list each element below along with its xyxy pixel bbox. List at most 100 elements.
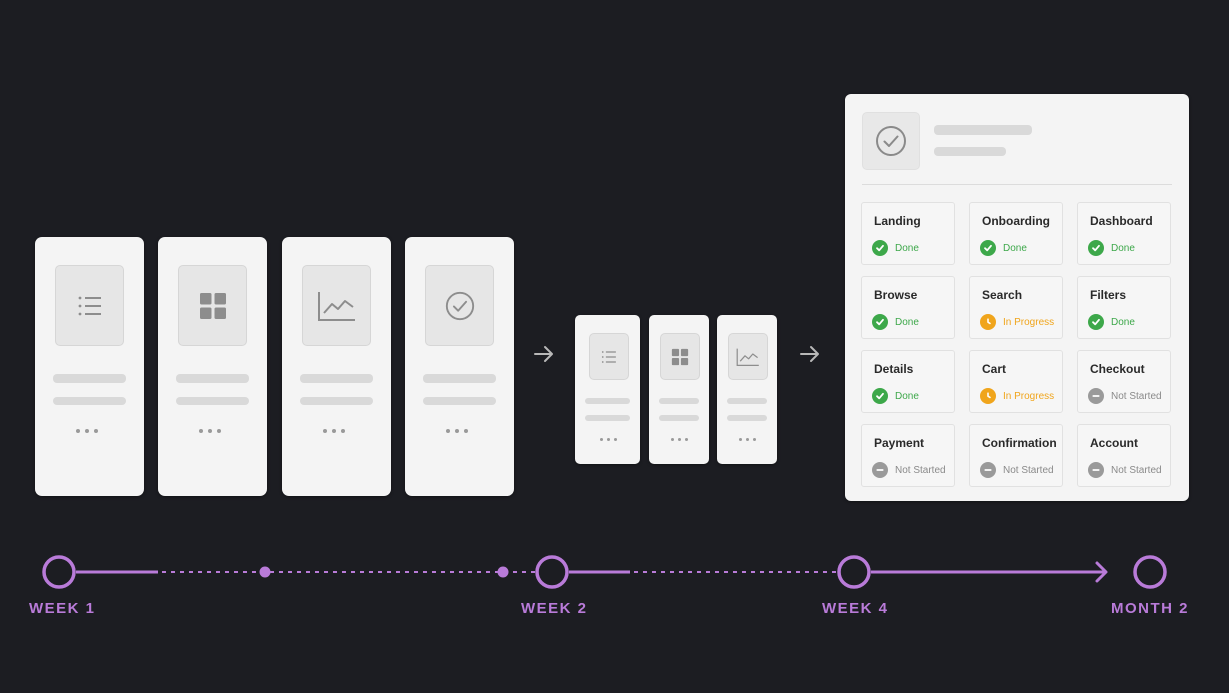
done-icon <box>872 240 888 256</box>
more-dots-icon <box>446 429 468 433</box>
card-line-placeholder <box>727 398 767 404</box>
clock-icon <box>987 318 991 325</box>
card-line-placeholder <box>423 374 496 383</box>
status-text: Done <box>895 316 919 328</box>
grid-icon <box>671 348 689 365</box>
check-icon <box>984 244 992 252</box>
line-chart-icon <box>736 348 759 366</box>
minus-icon <box>876 469 884 471</box>
status-card-browse[interactable]: Browse Done <box>861 276 955 339</box>
panel-title-placeholder <box>934 125 1032 135</box>
status-card-name: Search <box>982 288 1023 302</box>
status-indicator: Done <box>980 240 1027 256</box>
panel-header-thumb <box>862 112 920 170</box>
status-card-name: Onboarding <box>982 214 1050 228</box>
status-card-payment[interactable]: Payment Not Started <box>861 424 955 487</box>
status-panel: Landing Done Onboarding Done Dashboard D… <box>845 94 1189 501</box>
wireframe-card <box>282 237 391 496</box>
check-circle-icon <box>445 291 474 320</box>
list-icon <box>78 296 101 315</box>
status-card-account[interactable]: Account Not Started <box>1077 424 1171 487</box>
more-dots-icon <box>323 429 345 433</box>
card-thumbnail <box>728 333 768 380</box>
status-text: Not Started <box>1111 390 1162 402</box>
card-thumbnail <box>660 333 700 380</box>
status-card-dashboard[interactable]: Dashboard Done <box>1077 202 1171 265</box>
card-line-placeholder <box>659 398 699 404</box>
status-text: Not Started <box>1111 464 1162 476</box>
wireframe-card-small <box>717 315 777 464</box>
status-card-onboarding[interactable]: Onboarding Done <box>969 202 1063 265</box>
check-circle-icon <box>876 126 906 156</box>
status-card-name: Landing <box>874 214 921 228</box>
status-text: In Progress <box>1003 390 1055 402</box>
arrow-right-icon <box>534 346 553 362</box>
status-text: Done <box>1003 242 1027 254</box>
arrow-right-icon <box>800 346 819 362</box>
status-indicator: Done <box>872 388 919 404</box>
status-card-name: Details <box>874 362 914 376</box>
status-indicator: Not Started <box>1088 388 1162 404</box>
status-indicator: Done <box>1088 240 1135 256</box>
card-thumbnail <box>588 333 629 380</box>
status-card-name: Confirmation <box>982 436 1057 450</box>
panel-divider <box>862 184 1172 185</box>
in-progress-icon <box>980 314 996 330</box>
status-text: Done <box>1111 316 1135 328</box>
card-line-placeholder <box>300 374 373 383</box>
done-icon <box>1088 314 1104 330</box>
done-icon <box>872 388 888 404</box>
check-icon <box>876 244 884 252</box>
minus-icon <box>1092 469 1100 471</box>
line-chart-icon <box>317 291 355 321</box>
status-card-filters[interactable]: Filters Done <box>1077 276 1171 339</box>
more-dots-icon <box>199 429 221 433</box>
wireframe-card <box>158 237 267 496</box>
status-card-confirmation[interactable]: Confirmation Not Started <box>969 424 1063 487</box>
status-text: Not Started <box>895 464 946 476</box>
minus-icon <box>984 469 992 471</box>
check-icon <box>876 318 884 326</box>
grid-icon <box>199 292 226 319</box>
not-started-icon <box>1088 462 1104 478</box>
status-text: In Progress <box>1003 316 1055 328</box>
status-indicator: Done <box>872 314 919 330</box>
wireframe-card <box>405 237 514 496</box>
status-card-cart[interactable]: Cart In Progress <box>969 350 1063 413</box>
wireframe-card <box>35 237 144 496</box>
wireframe-card-small <box>575 315 640 464</box>
not-started-icon <box>872 462 888 478</box>
status-card-landing[interactable]: Landing Done <box>861 202 955 265</box>
timeline-dot <box>259 566 271 578</box>
card-thumbnail <box>302 265 371 346</box>
list-icon <box>601 350 616 363</box>
card-line-placeholder <box>585 415 630 421</box>
status-text: Done <box>895 242 919 254</box>
milestone-marker <box>1133 555 1167 589</box>
status-card-details[interactable]: Details Done <box>861 350 955 413</box>
card-line-placeholder <box>53 374 126 383</box>
status-card-name: Account <box>1090 436 1138 450</box>
milestone-label-week-2: WEEK 2 <box>521 600 588 617</box>
status-card-checkout[interactable]: Checkout Not Started <box>1077 350 1171 413</box>
status-card-name: Filters <box>1090 288 1127 302</box>
more-dots-icon <box>76 429 98 433</box>
status-indicator: Done <box>1088 314 1135 330</box>
status-card-name: Browse <box>874 288 918 302</box>
card-thumbnail <box>55 265 124 346</box>
status-card-name: Checkout <box>1090 362 1145 376</box>
done-icon <box>1088 240 1104 256</box>
card-line-placeholder <box>176 374 249 383</box>
card-line-placeholder <box>585 398 630 404</box>
check-icon <box>1092 318 1100 326</box>
minus-icon <box>1092 395 1100 397</box>
clock-icon <box>987 392 991 399</box>
card-line-placeholder <box>53 397 126 405</box>
check-icon <box>1092 244 1100 252</box>
status-card-search[interactable]: Search In Progress <box>969 276 1063 339</box>
timeline-dot <box>497 566 509 578</box>
status-card-name: Cart <box>982 362 1007 376</box>
done-icon <box>980 240 996 256</box>
check-icon <box>876 392 884 400</box>
milestone-label-week-4: WEEK 4 <box>822 600 889 617</box>
